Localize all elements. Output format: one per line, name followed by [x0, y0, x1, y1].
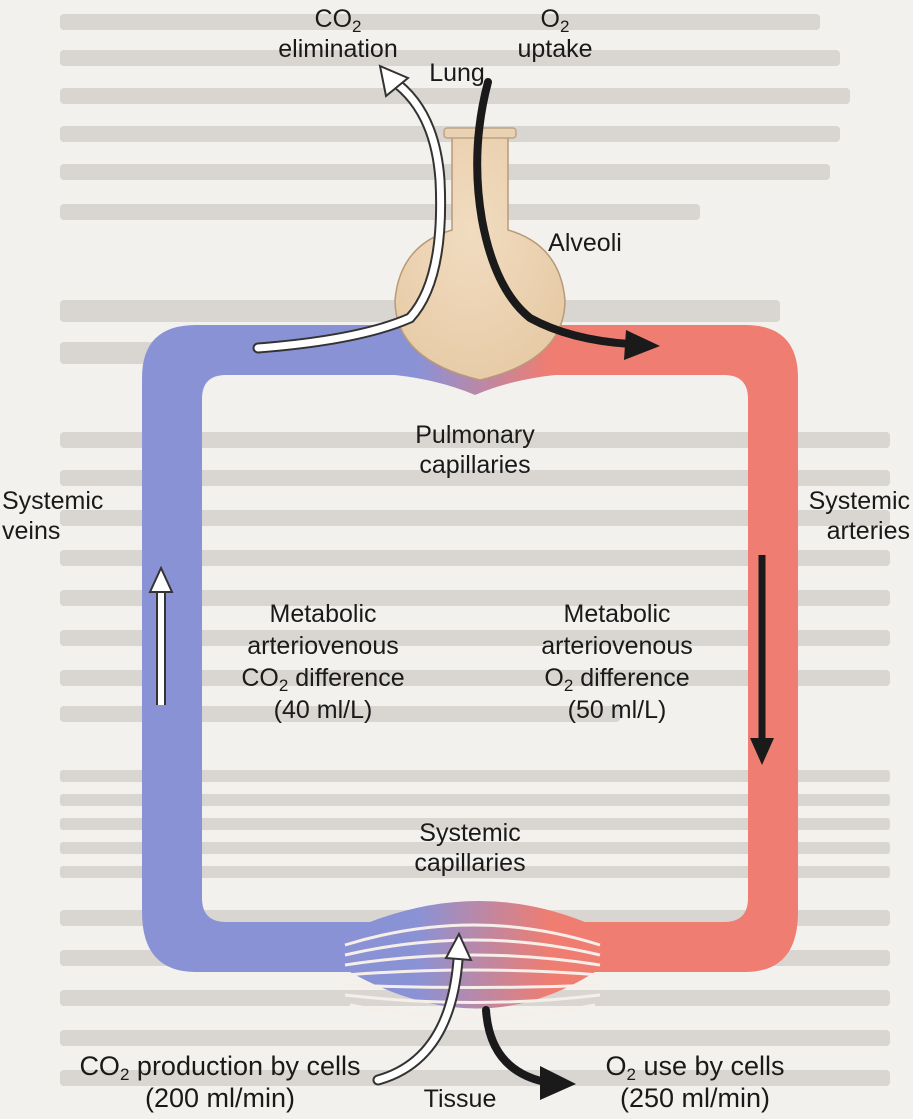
o2-use-text: use by cells — [643, 1051, 784, 1081]
co2-diff-line1: Metabolic — [218, 598, 428, 630]
pulmonary-line2: capillaries — [395, 450, 555, 480]
o2-diff-value: (50 ml/L) — [512, 694, 722, 726]
co2-production-value: (200 ml/min) — [70, 1082, 370, 1114]
co2-production-label: CO2 production by cells (200 ml/min) — [70, 1050, 370, 1114]
o2-use-value: (250 ml/min) — [580, 1082, 810, 1114]
o2-use-label: O2 use by cells (250 ml/min) — [580, 1050, 810, 1114]
co2-text: CO — [315, 5, 353, 33]
subscript: 2 — [564, 676, 573, 695]
systemic-veins-line1: Systemic — [2, 486, 112, 516]
o2-difference-label: Metabolic arteriovenous O2 difference (5… — [512, 598, 722, 726]
o2-use-arrowhead — [540, 1066, 576, 1100]
co2-diff-line2: arteriovenous — [218, 630, 428, 662]
o2-text: O — [541, 5, 560, 33]
lung-label: Lung — [418, 58, 496, 88]
pulmonary-line1: Pulmonary — [395, 420, 555, 450]
tissue-label: Tissue — [410, 1084, 510, 1114]
o2-diff-line2: arteriovenous — [512, 630, 722, 662]
co2-diff-line3: difference — [295, 664, 404, 692]
alveoli-label: Alveoli — [540, 228, 630, 258]
o2-uptake-text: uptake — [500, 34, 610, 64]
co2-elimination-arrow — [258, 80, 441, 348]
systemic-capillaries-label: Systemic capillaries — [390, 818, 550, 878]
co2-elimination-label: CO2 elimination — [278, 4, 398, 64]
systemic-veins-label: Systemic veins — [2, 486, 112, 546]
o2-text: O — [544, 664, 563, 692]
systemic-veins-line2: veins — [2, 516, 112, 546]
co2-elimination-text: elimination — [278, 34, 398, 64]
systemic-capillaries-line1: Systemic — [390, 818, 550, 848]
o2-diff-line1: Metabolic — [512, 598, 722, 630]
o2-text: O — [605, 1051, 626, 1081]
systemic-arteries-line1: Systemic — [798, 486, 910, 516]
co2-difference-label: Metabolic arteriovenous CO2 difference (… — [218, 598, 428, 726]
co2-text: CO — [79, 1051, 120, 1081]
o2-uptake-label: O2 uptake — [500, 4, 610, 64]
subscript: 2 — [279, 676, 288, 695]
co2-production-text: production by cells — [137, 1051, 361, 1081]
systemic-arteries-label: Systemic arteries — [798, 486, 910, 546]
systemic-capillaries-line2: capillaries — [390, 848, 550, 878]
pulmonary-capillaries-label: Pulmonary capillaries — [395, 420, 555, 480]
co2-diff-value: (40 ml/L) — [218, 694, 428, 726]
subscript: 2 — [120, 1065, 129, 1084]
systemic-arteries-line2: arteries — [798, 516, 910, 546]
co2-text: CO — [241, 664, 279, 692]
o2-use-arrow — [486, 1010, 545, 1082]
o2-diff-line3: difference — [580, 664, 689, 692]
